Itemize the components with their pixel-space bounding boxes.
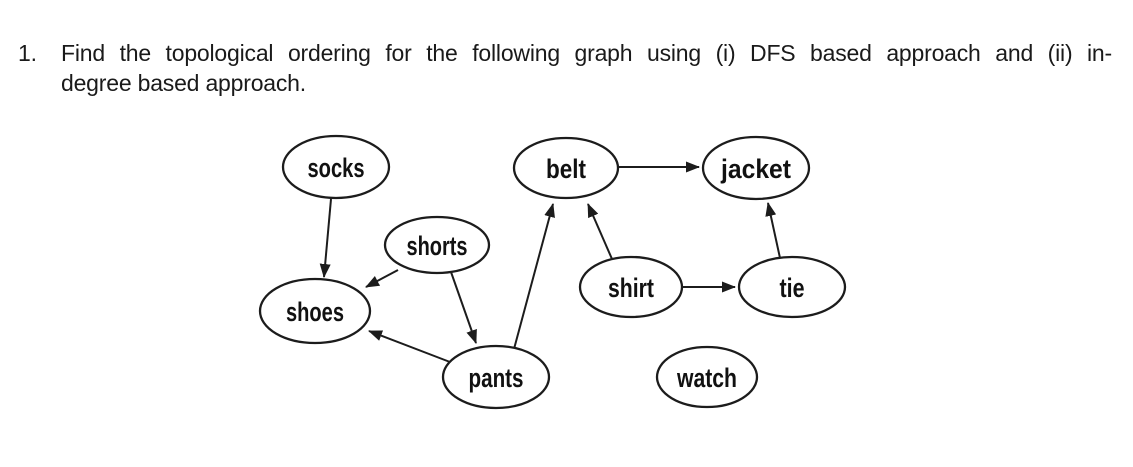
node-belt: belt	[512, 136, 620, 200]
edge-pants-shoes	[368, 330, 451, 363]
node-shorts: shorts	[383, 215, 491, 275]
node-shirt-ellipse	[578, 255, 684, 319]
node-shoes-label: shoes	[286, 297, 344, 327]
question-text-line-1: Find the topological ordering for the fo…	[61, 40, 1112, 66]
edge-socks-shoes	[319, 198, 332, 278]
edge-shirt-belt	[587, 203, 613, 260]
question-text-line-2: degree based approach.	[61, 70, 306, 96]
node-jacket-label: jacket	[720, 154, 791, 184]
node-socks: socks	[281, 134, 391, 200]
edge-pants-belt	[513, 203, 555, 350]
node-pants: pants	[441, 344, 551, 410]
question-number: 1.	[18, 40, 37, 66]
node-belt-ellipse	[512, 136, 620, 200]
node-socks-ellipse	[281, 134, 391, 200]
node-jacket-ellipse	[701, 135, 811, 201]
node-jacket: jacket	[701, 135, 811, 201]
edge-tie-jacket	[765, 202, 781, 259]
node-shorts-label: shorts	[407, 231, 468, 261]
node-tie-label: tie	[780, 273, 805, 303]
node-shorts-ellipse	[383, 215, 491, 275]
node-shirt-label: shirt	[608, 273, 654, 303]
node-pants-ellipse	[441, 344, 551, 410]
node-watch-label: watch	[676, 363, 737, 393]
node-belt-label: belt	[546, 154, 586, 184]
node-watch: watch	[655, 345, 759, 409]
edge-group	[319, 161, 781, 363]
edge-shorts-shoes	[365, 269, 399, 288]
node-socks-label: socks	[308, 153, 365, 183]
node-shoes: shoes	[258, 277, 372, 345]
node-group: socks belt jacket shorts shirt tie shoes	[258, 134, 847, 410]
edge-shorts-pants	[450, 271, 477, 344]
node-tie-ellipse	[737, 255, 847, 319]
node-shoes-ellipse	[258, 277, 372, 345]
node-pants-label: pants	[469, 363, 524, 393]
node-shirt: shirt	[578, 255, 684, 319]
node-tie: tie	[737, 255, 847, 319]
node-watch-ellipse	[655, 345, 759, 409]
